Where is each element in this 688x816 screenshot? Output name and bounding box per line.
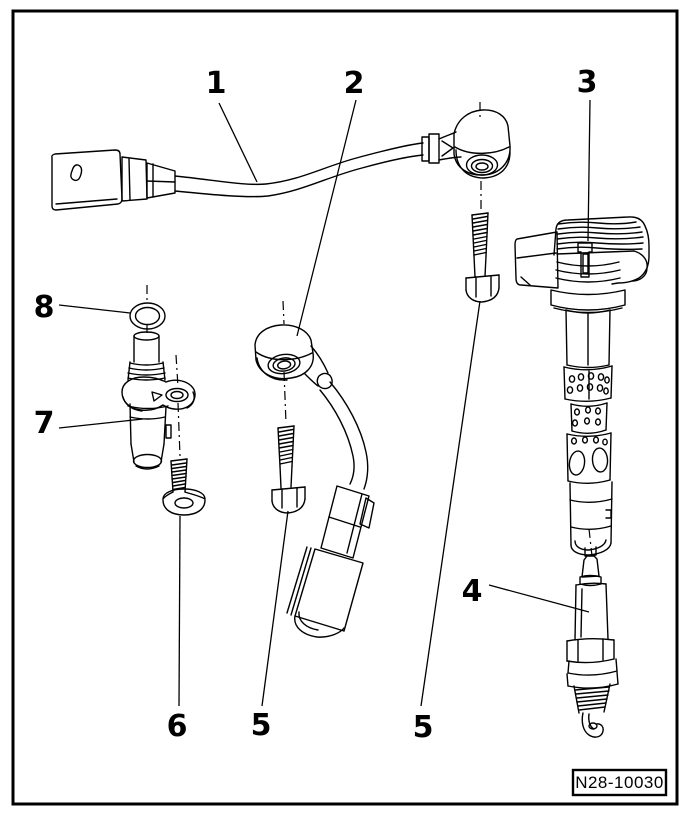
knock-sensor-bolt-left	[271, 425, 306, 514]
coil-connector-socket	[514, 231, 559, 289]
coil-body	[565, 309, 611, 369]
spark-plug-electrode	[581, 712, 604, 738]
callout-5-left-label: 5	[251, 708, 272, 743]
callout-3-label: 3	[577, 65, 598, 100]
center-lines	[146, 102, 593, 557]
harness-connector	[51, 149, 176, 211]
leader-line-7	[58, 418, 144, 429]
coil-perforated-bands	[563, 365, 613, 484]
reference-box-border	[571, 768, 668, 797]
coil-top-ribs	[553, 216, 650, 285]
leader-lines	[58, 99, 591, 707]
drawing-border	[11, 9, 679, 806]
callout-labels: 1 2 3 4 5 5 6 7 8	[34, 65, 598, 745]
knock-sensor-1-assembly	[51, 109, 511, 211]
position-sensor	[121, 331, 196, 470]
sensor-cable	[174, 142, 424, 198]
sensor-2-cable	[319, 381, 369, 490]
leader-line-8	[58, 304, 131, 314]
leader-line-3	[587, 99, 591, 242]
callout-2-label: 2	[344, 66, 365, 101]
spark-plug	[566, 555, 619, 738]
ignition-coil	[514, 216, 650, 557]
callout-8-label: 8	[34, 290, 55, 325]
reference-box: N28-10030	[571, 768, 668, 797]
leader-line-2	[296, 99, 357, 337]
leader-line-1	[218, 102, 258, 183]
sensor-screw	[162, 458, 206, 516]
leader-line-4	[488, 584, 590, 613]
coil-collar	[550, 261, 626, 314]
sensor-2-connector	[286, 485, 375, 638]
callout-5-right-label: 5	[413, 710, 434, 745]
leader-line-6	[178, 515, 181, 707]
direction-arrow-marker	[151, 391, 163, 402]
callout-4-label: 4	[462, 574, 483, 609]
callout-7-label: 7	[34, 406, 55, 441]
reference-code: N28-10030	[575, 773, 664, 792]
knock-sensor-2-assembly	[254, 324, 375, 638]
leader-line-5-right	[420, 300, 481, 707]
coil-latch	[577, 242, 593, 278]
callout-6-label: 6	[167, 709, 188, 744]
leader-line-5-left	[261, 510, 289, 707]
knock-sensor-1	[421, 109, 511, 179]
knock-sensor-2	[254, 324, 333, 390]
callout-1-label: 1	[206, 66, 227, 101]
coil-boot	[569, 481, 613, 557]
coil-bolt-right	[465, 212, 500, 303]
